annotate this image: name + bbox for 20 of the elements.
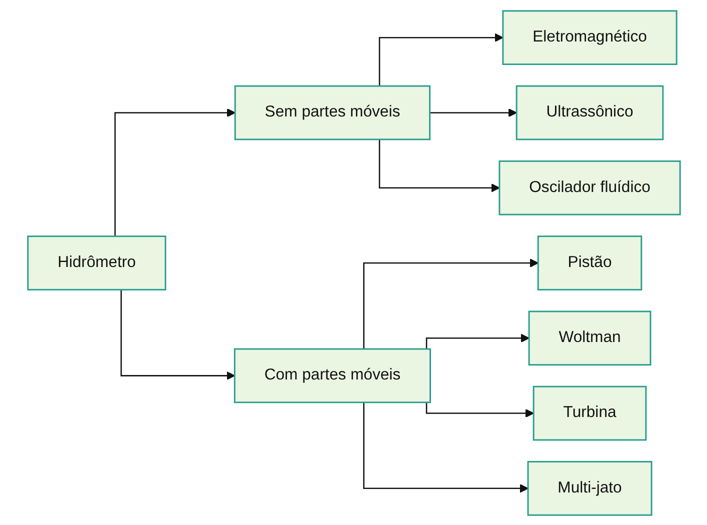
node-box xyxy=(502,10,677,65)
arrow xyxy=(120,289,235,380)
node-box xyxy=(233,348,430,403)
node-box xyxy=(498,160,680,215)
arrow xyxy=(425,402,534,418)
node-box xyxy=(26,235,166,290)
diagram: Hidrômetro Sem partes móveis Eletromagnético Ultrassônico Oscilador fluídico Com partes móveis Pistão Woltman Turbina Multi-jato xyxy=(4,2,704,522)
node-box xyxy=(515,84,664,140)
arrow xyxy=(428,108,516,117)
node-box xyxy=(528,310,651,366)
node-box xyxy=(526,460,652,516)
arrow xyxy=(362,258,538,348)
arrow xyxy=(425,333,529,348)
arrow xyxy=(362,402,528,492)
node-box xyxy=(532,385,646,440)
arrow xyxy=(114,108,235,236)
node-box xyxy=(536,235,642,290)
arrow xyxy=(378,138,500,192)
arrow xyxy=(378,32,503,86)
node-box xyxy=(234,84,430,140)
